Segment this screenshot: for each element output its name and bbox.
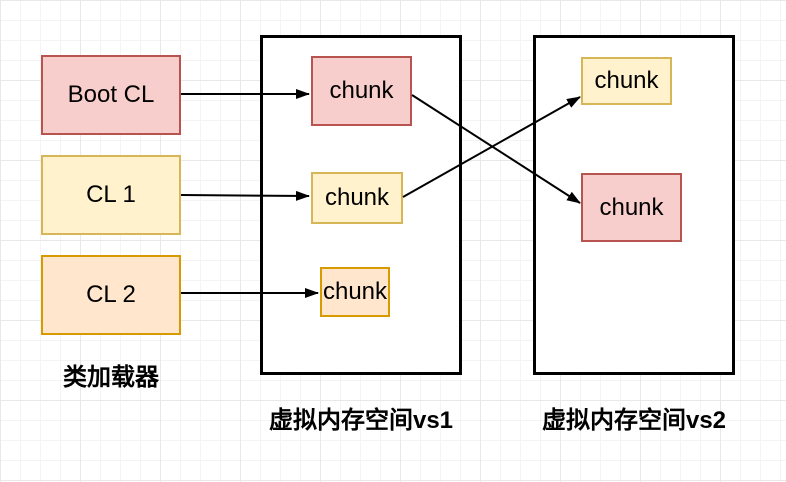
vs2-chunk-yellow-label: chunk — [594, 67, 659, 94]
vs2-chunk-pink: chunk — [581, 173, 682, 242]
node-cl-1: CL 1 — [41, 155, 181, 235]
vs2-memory-space: chunk chunk — [533, 35, 735, 375]
vs2-chunk-pink-label: chunk — [599, 193, 664, 221]
vs1-chunk-pink-label: chunk — [329, 77, 394, 104]
node-cl-2: CL 2 — [41, 255, 181, 335]
vs1-chunk-yellow: chunk — [311, 172, 403, 224]
node-cl-1-label: CL 1 — [86, 181, 136, 208]
vs1-chunk-orange-label: chunk — [322, 278, 388, 305]
node-boot-cl-label: Boot CL — [67, 81, 155, 108]
vs1-caption: 虚拟内存空间vs1 — [268, 407, 454, 434]
class-loaders-caption: 类加载器 — [63, 364, 159, 391]
vs1-memory-space: chunk chunk chunk — [260, 35, 462, 375]
node-boot-cl: Boot CL — [41, 55, 181, 135]
node-cl-2-label: CL 2 — [86, 281, 136, 308]
vs2-caption: 虚拟内存空间vs2 — [541, 407, 727, 434]
vs2-chunk-yellow: chunk — [581, 57, 672, 105]
vs1-chunk-pink: chunk — [311, 56, 412, 126]
vs1-chunk-orange: chunk — [320, 267, 390, 317]
vs1-chunk-yellow-label: chunk — [324, 184, 390, 211]
